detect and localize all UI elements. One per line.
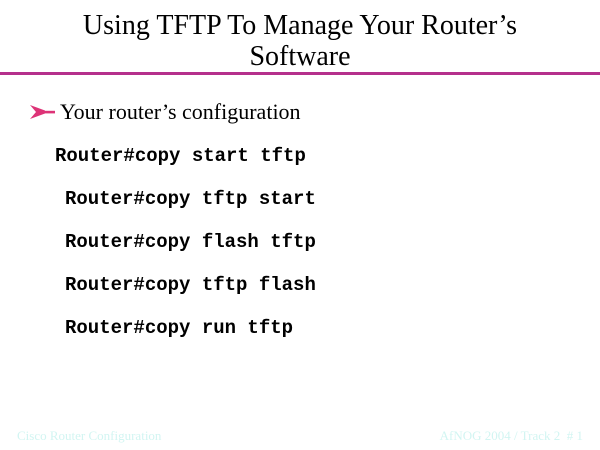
command-line: Router#copy start tftp	[55, 145, 306, 167]
bullet-item: Your router’s configuration	[30, 99, 301, 125]
footer-course-title: Cisco Router Configuration	[17, 428, 162, 443]
slide-title: Using TFTP To Manage Your Router’s Softw…	[82, 10, 518, 72]
footer-slide-reference: AfNOG 2004 / Track 2 # 1	[439, 428, 583, 443]
command-line: Router#copy flash tftp	[65, 231, 316, 253]
slide-footer: Cisco Router Configuration AfNOG 2004 / …	[0, 428, 600, 444]
arrow-right-bullet-icon	[30, 105, 55, 119]
command-line: Router#copy tftp flash	[65, 274, 316, 296]
command-list: Router#copy start tftp Router#copy tftp …	[0, 145, 600, 360]
command-line: Router#copy tftp start	[65, 188, 316, 210]
title-divider-rule	[0, 72, 600, 75]
bullet-label: Your router’s configuration	[60, 99, 301, 124]
command-line: Router#copy run tftp	[65, 317, 294, 339]
